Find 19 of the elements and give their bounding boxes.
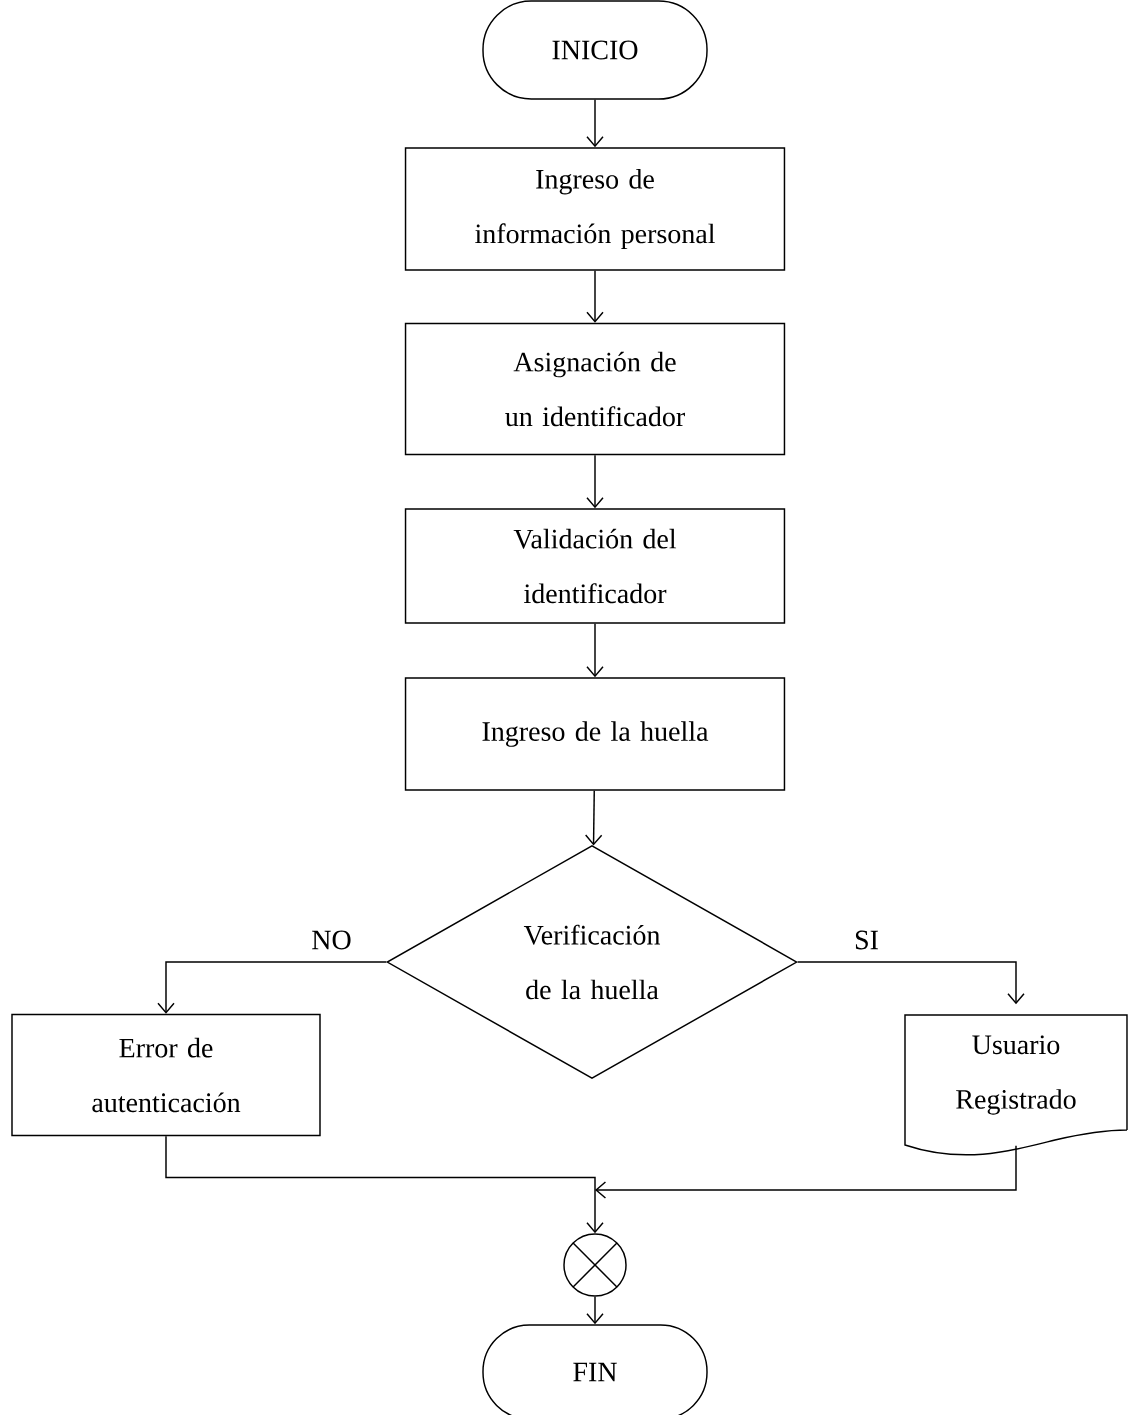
arrow	[165, 1135, 604, 1234]
connector-circle	[563, 1233, 627, 1297]
edge-label: SI	[852, 929, 881, 951]
arrow	[586, 454, 604, 509]
edge-label: NO	[309, 929, 354, 951]
arrow	[595, 1145, 1017, 1199]
arrow	[586, 270, 604, 323]
document-shape: Usuario Registrado	[904, 1014, 1128, 1156]
process-box: Validación del identificador	[404, 508, 786, 624]
arrow	[584, 790, 603, 846]
process-box: Ingreso de la huella	[404, 677, 786, 791]
arrow	[797, 961, 1025, 1005]
arrow	[586, 1296, 604, 1325]
process-box: Ingreso de información personal	[404, 147, 786, 271]
arrow	[157, 961, 387, 1014]
process-box: Asignación de un identificador	[404, 322, 786, 456]
arrow	[586, 99, 604, 148]
arrow	[586, 623, 604, 678]
process-box: Error de autenticación	[11, 1013, 321, 1137]
